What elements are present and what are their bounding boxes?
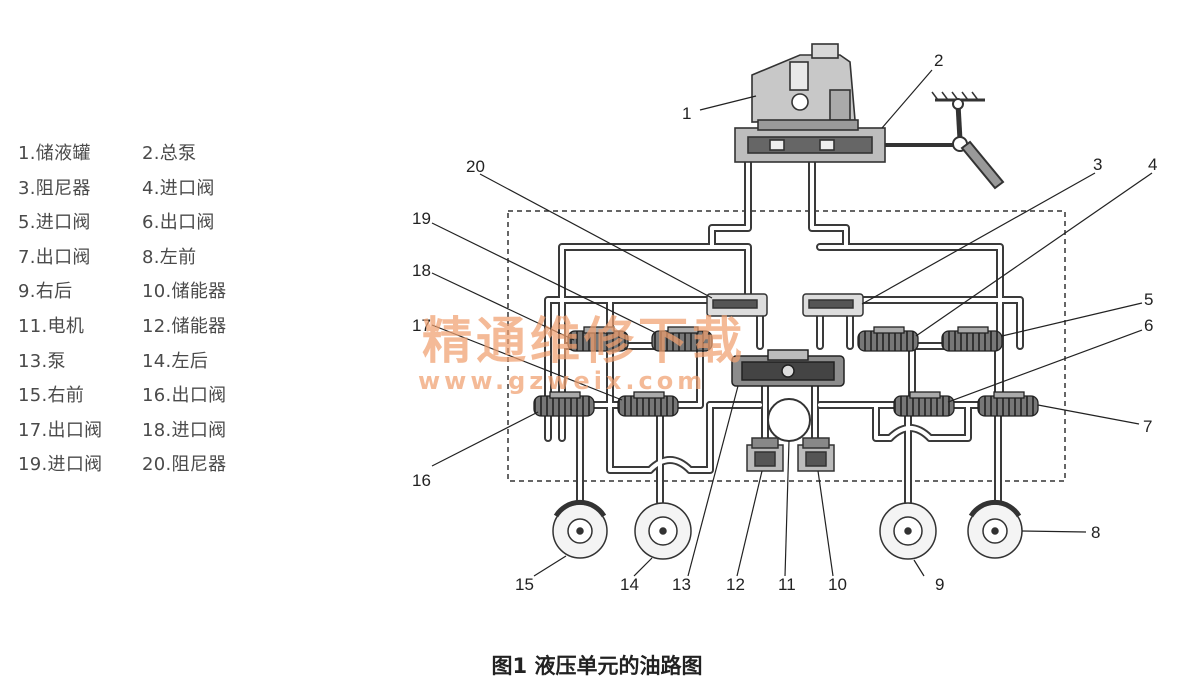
inlet-valve-5 [941,326,1003,352]
callout-19: 19 [412,209,431,228]
legend-item-8: 8.左前 [142,246,197,268]
callout-12: 12 [726,575,745,594]
outlet-valve-7 [977,391,1039,417]
legend-item-12: 12.储能器 [142,315,227,337]
accumulator-12 [746,437,784,472]
callout-14: 14 [620,575,639,594]
inlet-valve-18 [567,326,629,352]
callout-9: 9 [935,575,944,594]
callout-1: 1 [682,104,691,123]
legend-item-14: 14.左后 [142,350,209,372]
damper-20 [706,293,768,317]
callout-4: 4 [1148,155,1157,174]
legend-item-7: 7.出口阀 [18,246,91,268]
callout-numbers: 1 2 3 4 5 6 7 8 9 10 11 12 13 14 15 16 1… [412,51,1157,594]
wheel-15-right-front [552,499,608,559]
callout-11: 11 [778,575,796,594]
accumulator-10 [797,437,835,472]
callout-10: 10 [828,575,847,594]
legend-item-15: 15.右前 [18,385,85,407]
legend-item-16: 16.出口阀 [142,385,227,407]
callout-18: 18 [412,261,431,280]
brake-pedal [885,91,1005,190]
callout-8: 8 [1091,523,1100,542]
legend-item-3: 3.阻尼器 [18,177,91,199]
legend-item-18: 18.进口阀 [142,419,227,441]
legend-item-11: 11.电机 [18,315,85,337]
callout-2: 2 [934,51,943,70]
leader-lines [431,69,1153,577]
legend-item-6: 6.出口阀 [142,212,215,234]
inlet-valve-19 [651,326,713,352]
master-cylinder [734,119,886,163]
legend-item-13: 13.泵 [18,350,66,372]
outlet-valve-6 [893,391,955,417]
callout-5: 5 [1144,290,1153,309]
legend-item-4: 4.进口阀 [142,177,215,199]
pump [731,349,845,387]
outlet-valve-17 [617,391,679,417]
callout-6: 6 [1144,316,1153,335]
callout-7: 7 [1143,417,1152,436]
legend-item-9: 9.右后 [18,281,73,303]
wheel-9-right-rear [879,502,937,560]
figure-caption: 图1 液压单元的油路图 [491,654,703,678]
watermark-title: 精通维修下载 [422,312,746,370]
callout-13: 13 [672,575,691,594]
legend-item-5: 5.进口阀 [18,212,91,234]
legend-item-10: 10.储能器 [142,281,227,303]
legend: 1.储液罐 2.总泵 3.阻尼器 4.进口阀 5.进口阀 6.出口阀 7.出口阀… [18,143,252,475]
valves [533,326,1039,417]
legend-item-2: 2.总泵 [142,143,197,164]
inlet-valve-4 [857,326,919,352]
legend-item-20: 20.阻尼器 [142,454,227,476]
watermark-url: www.gzweix.com [418,367,706,395]
wheel-8-left-front [967,499,1023,559]
legend-item-1: 1.储液罐 [18,143,91,164]
reservoir [751,43,856,123]
callout-17: 17 [412,316,431,335]
callout-3: 3 [1093,155,1102,174]
callout-16: 16 [412,471,431,490]
legend-item-19: 19.进口阀 [18,454,103,476]
motor [767,398,811,442]
wheel-14-left-rear [634,502,692,560]
outlet-valve-16 [533,391,595,417]
damper-3 [802,293,864,317]
callout-15: 15 [515,575,534,594]
callout-20: 20 [466,157,485,176]
legend-item-17: 17.出口阀 [18,419,103,441]
